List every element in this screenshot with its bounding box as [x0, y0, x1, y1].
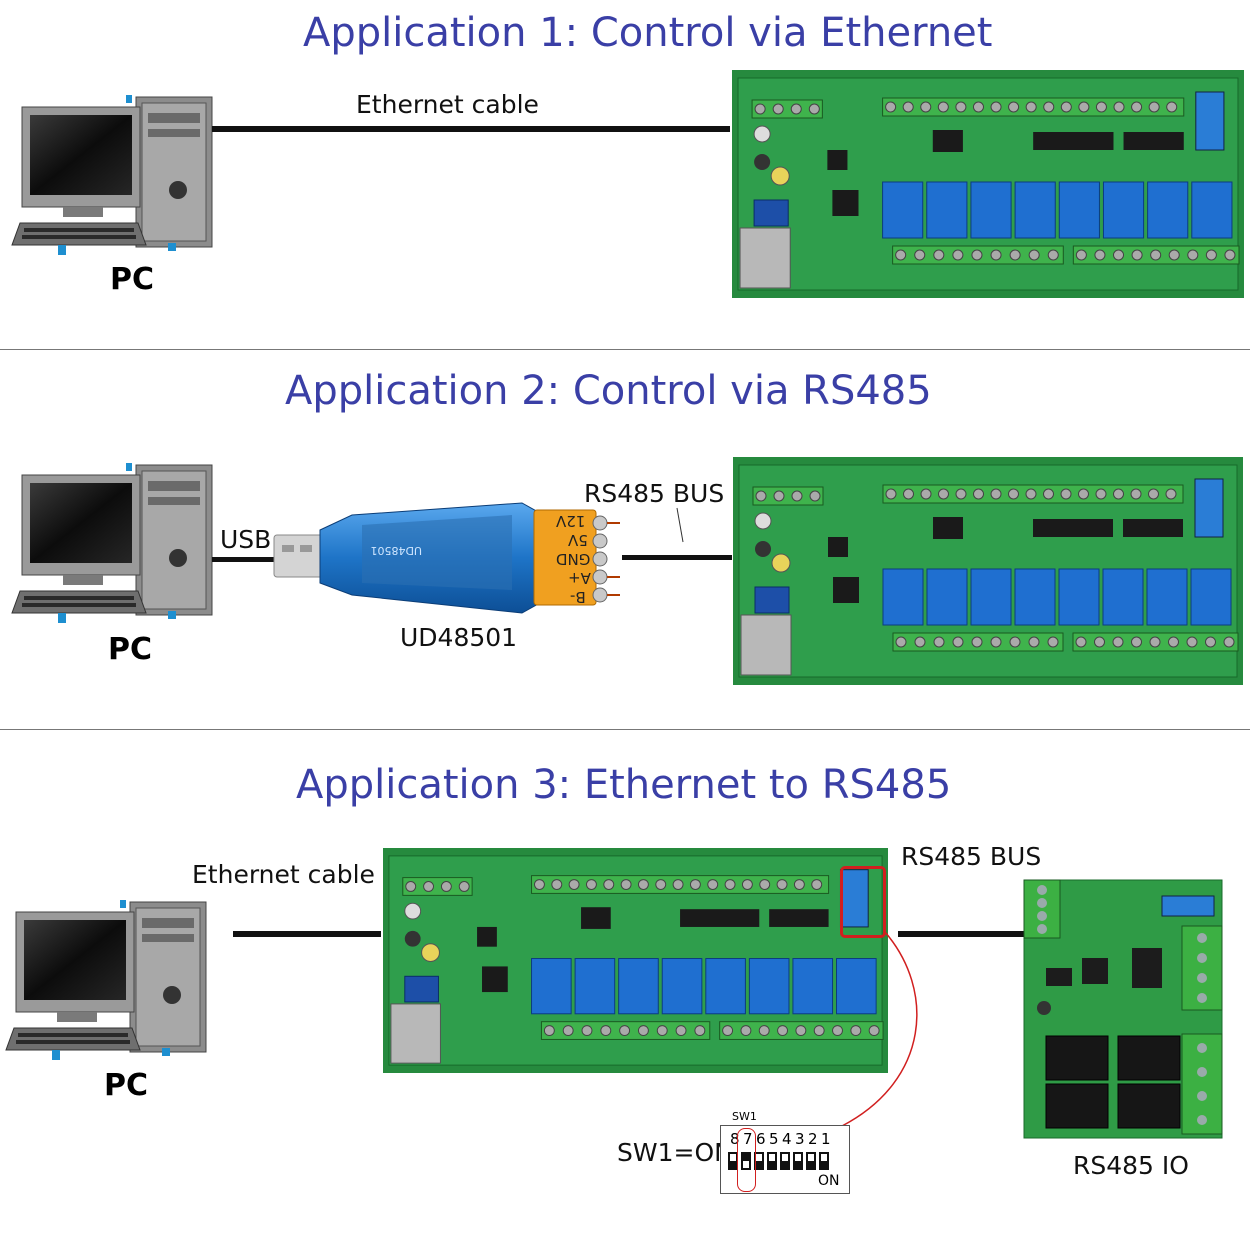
pc-label: PC	[108, 632, 153, 667]
pc-label: PC	[104, 1068, 149, 1103]
pc-computer-icon	[11, 95, 218, 260]
switch-number-1: 1	[821, 1130, 831, 1148]
converter-pin-labels: 12V 5V GND A+ B-	[556, 512, 604, 612]
pin-gnd-label: GND	[556, 550, 591, 568]
usb-label: USB	[220, 525, 272, 554]
switch-key-8	[728, 1152, 738, 1170]
switch-7-highlight	[737, 1128, 756, 1192]
section-1-title: Application 1: Control via Ethernet	[303, 10, 993, 56]
bus-label-leader-line	[676, 507, 684, 543]
pc-label: PC	[110, 262, 155, 297]
switch-number-8: 8	[730, 1130, 740, 1148]
relay-board-image	[733, 457, 1243, 685]
ethernet-cable-label: Ethernet cable	[356, 90, 539, 119]
converter-label: UD48501	[400, 623, 518, 652]
switch-key-2	[806, 1152, 816, 1170]
switch-number-3: 3	[795, 1130, 805, 1148]
usb-rs485-converter-image: UD48501	[273, 502, 620, 614]
switch-number-4: 4	[782, 1130, 792, 1148]
section-divider	[0, 349, 1250, 350]
dip-switch-highlight	[840, 866, 886, 938]
ethernet-cable-line	[212, 126, 730, 132]
usb-cable-line	[212, 557, 274, 562]
section-2-title: Application 2: Control via RS485	[285, 368, 932, 414]
rs485-bus-line	[898, 931, 1028, 937]
svg-text:UD48501: UD48501	[370, 544, 422, 557]
pc-computer-icon	[11, 463, 218, 628]
switch-caption: SW1=ON	[617, 1138, 733, 1167]
pin-b-label: B-	[570, 588, 586, 606]
switch-name-label: SW1	[732, 1110, 757, 1123]
pc-computer-icon	[5, 900, 212, 1065]
pin-5v-label: 5V	[568, 531, 588, 549]
highlight-callout-line	[841, 931, 918, 1127]
switch-number-7: 7	[743, 1130, 753, 1148]
pin-a-label: A+	[568, 569, 591, 587]
switch-key-3	[793, 1152, 803, 1170]
ethernet-cable-line	[233, 931, 381, 937]
rs485-io-module-image	[1023, 879, 1223, 1139]
relay-board-image	[383, 848, 888, 1073]
ethernet-cable-label: Ethernet cable	[192, 860, 375, 889]
rs485-bus-label: RS485 BUS	[901, 842, 1042, 871]
rs485-io-label: RS485 IO	[1073, 1151, 1189, 1180]
switch-key-5	[767, 1152, 777, 1170]
rs485-bus-line	[622, 555, 732, 560]
switch-key-6	[754, 1152, 764, 1170]
relay-board-image	[732, 70, 1244, 298]
switch-number-5: 5	[769, 1130, 779, 1148]
switch-key-7	[741, 1152, 751, 1170]
pin-12v-label: 12V	[556, 512, 586, 530]
switch-key-1	[819, 1152, 829, 1170]
rs485-bus-label: RS485 BUS	[584, 479, 725, 508]
switch-on-label: ON	[818, 1173, 840, 1189]
dip-switch-keys	[728, 1152, 846, 1172]
section-3-title: Application 3: Ethernet to RS485	[296, 762, 952, 808]
switch-number-6: 6	[756, 1130, 766, 1148]
switch-key-4	[780, 1152, 790, 1170]
switch-number-2: 2	[808, 1130, 818, 1148]
section-divider	[0, 729, 1250, 730]
